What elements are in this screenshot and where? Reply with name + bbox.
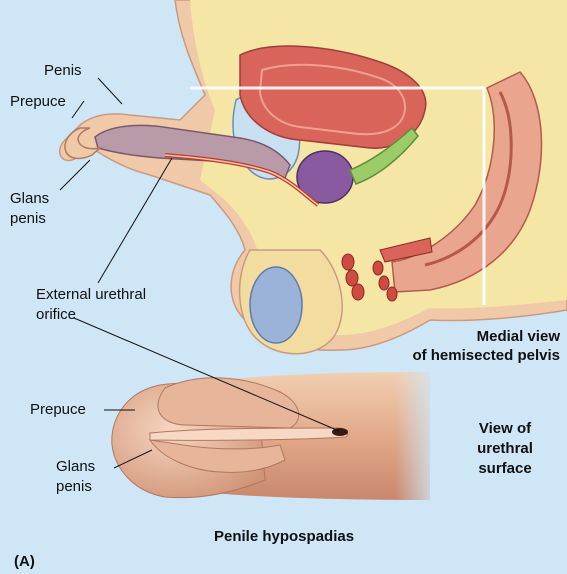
label-glans-bottom-2: penis <box>56 478 92 496</box>
label-glans-top-2: penis <box>10 210 46 228</box>
label-glans-bottom-1: Glans <box>56 458 95 476</box>
urethral-surface-diagram <box>112 365 440 505</box>
label-external-orifice-2: orifice <box>36 306 76 324</box>
label-urethral: urethral <box>455 440 555 458</box>
label-medial-view-1: Medial view <box>360 328 560 346</box>
shaft-fade <box>395 365 440 505</box>
label-prepuce-bottom: Prepuce <box>30 401 86 419</box>
leader-penis <box>98 78 122 104</box>
label-penis: Penis <box>44 62 82 80</box>
label-view-of: View of <box>455 420 555 438</box>
leader-prepuce-top <box>72 101 84 118</box>
panel-letter: (A) <box>14 553 35 571</box>
label-glans-top-1: Glans <box>10 190 49 208</box>
testis <box>250 267 302 343</box>
label-medial-view-2: of hemisected pelvis <box>360 347 560 365</box>
label-prepuce-top: Prepuce <box>10 93 66 111</box>
leader-glans-top <box>60 160 90 190</box>
label-external-orifice-1: External urethral <box>36 286 146 304</box>
caption-penile-hypospadias: Penile hypospadias <box>214 528 354 546</box>
label-surface: surface <box>455 460 555 478</box>
leader-external-orifice <box>98 158 172 283</box>
